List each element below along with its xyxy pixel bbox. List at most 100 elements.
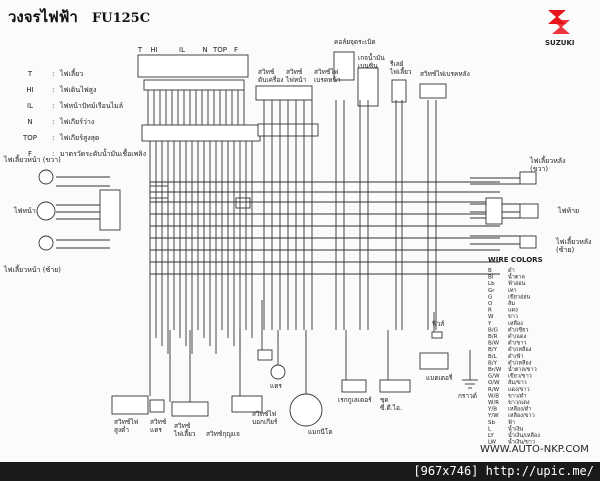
wire-color-desc: เหลือง/ดำ: [508, 406, 531, 413]
wire-color-desc: ขาว: [508, 314, 518, 320]
wire-color-desc: น้ำเงิน: [508, 424, 523, 432]
wire-color-desc: ดำ/เขียว: [508, 326, 528, 333]
wire-color-desc: ขาว/แดง: [508, 400, 530, 406]
bottom-component-label: สวิทช์กุญแจ: [206, 430, 240, 438]
wire-color-desc: ดำ/ฟ้า: [508, 353, 524, 360]
left-lamp-label: ไฟหน้า: [13, 206, 36, 215]
wire-color-code: G/W: [488, 374, 500, 380]
right-lamp-label: ไฟเลี้ยวหลัง: [529, 154, 566, 165]
top-component-label: ไฟหน้า: [285, 76, 307, 84]
bottom-component-label: แตร: [150, 426, 162, 434]
bottom-component-label: ซี.ดี.ไอ.: [380, 404, 402, 412]
upic-watermark: [967x746] http://upic.me/: [0, 462, 600, 481]
diagram-title-thai: วงจรไฟฟ้า: [8, 7, 78, 26]
wire-color-code: Gr: [488, 288, 495, 294]
wire-color-code: Y/W: [487, 413, 499, 419]
top-component-label: ไฟเลี้ยว: [389, 67, 412, 76]
wire-color-code: B/W: [488, 341, 500, 347]
wire-color-code: Y/B: [487, 407, 497, 413]
meter-label: F: [234, 46, 238, 54]
legend-desc: ไฟเดินไฟสูง: [59, 85, 96, 94]
wire-color-code: W/R: [488, 400, 499, 406]
bottom-component-label: บอกเกียร์: [252, 418, 278, 426]
svg-text::: :: [52, 86, 54, 94]
wire-color-code: O/W: [488, 380, 500, 386]
bottom-component-label: สวิทช์: [174, 422, 191, 430]
wire-color-desc: ส้ม: [508, 300, 515, 307]
wire-color-code: G: [488, 294, 492, 300]
website-footer: WWW.AUTO-NKP.COM: [480, 444, 589, 455]
top-component-label: เบนซิน: [358, 62, 378, 70]
top-component-label: คอล์ยจุดระเบิด: [334, 38, 376, 46]
legend-desc: ไฟเลี้ยว: [59, 67, 83, 78]
top-component-label: สวิทช์: [286, 68, 303, 76]
wire-color-code: B/L: [488, 354, 498, 360]
legend-code: T: [27, 70, 33, 78]
wire-color-code: Br/W: [488, 367, 502, 373]
legend-code: IL: [27, 102, 33, 110]
bottom-component-label: สวิทช์ไฟ: [252, 410, 277, 418]
wire-color-code: W: [488, 314, 494, 320]
wire-color-code: Lb: [488, 281, 495, 287]
wire-color-code: L: [488, 426, 492, 432]
wire-color-desc: ดำ/เหลือง: [508, 346, 532, 353]
wire-color-code: R/W: [488, 387, 500, 393]
meter-label: N: [202, 46, 207, 54]
wire-color-code: R: [488, 308, 492, 314]
wire-color-code: LY: [488, 433, 494, 439]
wire-color-code: B: [488, 268, 492, 274]
wire-color-desc: ฟ้า: [508, 419, 515, 426]
top-component-label: รีเลย์: [389, 60, 403, 68]
wiring-diagram: วงจรไฟฟ้า FU125C SUZUKI T:ไฟเลี้ยวHI:ไฟเ…: [3, 7, 592, 455]
wire-color-desc: น้ำตาล/ขาว: [508, 365, 537, 373]
right-lamps: [519, 171, 539, 249]
bottom-component-label: ไฟเลี้ยว: [173, 429, 196, 438]
wire-color-code: Y: [487, 321, 492, 327]
bottom-component-label: สวิทช์ไฟ: [114, 418, 139, 426]
left-lamp-label: ไฟเลี้ยวหน้า (ขวา): [3, 153, 61, 164]
svg-text::: :: [52, 102, 54, 110]
meter-label: HI: [150, 46, 157, 54]
watermark-text: [967x746] http://upic.me/: [413, 464, 594, 478]
wire-color-desc: เขียวอ่อน: [508, 293, 531, 300]
bottom-component-label: เรกกูเลเตอร์: [338, 396, 372, 404]
bottom-component-label: สูงต่ำ: [114, 425, 129, 434]
bottom-component-label: แตร: [270, 382, 282, 390]
bottom-component-shapes: [111, 331, 449, 427]
legend-code: F: [28, 150, 32, 158]
instrument-cluster: T HI IL N TOP F: [137, 46, 261, 142]
right-lamp-label: ไฟท้าย: [557, 206, 579, 215]
meter-label: IL: [179, 46, 185, 54]
wiring-harness: [56, 90, 520, 402]
right-lamp-label: (ขวา): [530, 165, 548, 173]
svg-text::: :: [52, 150, 54, 158]
wire-color-desc: ดำ/เหลือง: [508, 359, 532, 366]
right-lamp-label: (ซ้าย): [556, 246, 575, 254]
bottom-component-label: ชุด: [380, 396, 389, 404]
meter-label: T: [137, 46, 143, 54]
meter-label: TOP: [212, 46, 227, 54]
svg-text::: :: [52, 70, 54, 78]
wire-color-desc: น้ำเงิน/ขาว: [508, 438, 535, 446]
bottom-component-label: ฟิวส์: [432, 320, 444, 328]
bottom-component-label: สวิทช์: [150, 418, 167, 426]
wire-color-desc: ขาว/ดำ: [508, 392, 526, 399]
wire-color-code: Bl: [488, 275, 494, 281]
top-component-label: สวิทช์: [258, 68, 275, 76]
wire-color-desc: เทา: [508, 288, 517, 294]
wire-color-code: B/R: [488, 334, 498, 340]
wire-color-desc: แดง/ขาว: [508, 387, 530, 393]
wire-color-desc: ดำ/แดง: [508, 333, 527, 340]
bottom-component-label: กราวด์: [458, 392, 477, 400]
legend: T:ไฟเลี้ยวHI:ไฟเดินไฟสูงIL:ไฟหน้าปัทม์เร…: [22, 67, 146, 158]
wire-colors-title: WIRE COLORS: [488, 256, 543, 264]
wire-color-desc: ดำ: [508, 267, 515, 274]
wire-color-desc: ฟ้าอ่อน: [508, 280, 526, 287]
wire-color-desc: น้ำเงิน/เหลือง: [508, 431, 540, 439]
wire-color-code: B/G: [488, 327, 498, 333]
wire-color-code: B/Y: [488, 360, 498, 366]
suzuki-logo-text: SUZUKI: [545, 39, 575, 47]
wire-color-code: LW: [488, 440, 497, 446]
top-component-label: สวิทช์ไฟ: [314, 68, 339, 76]
